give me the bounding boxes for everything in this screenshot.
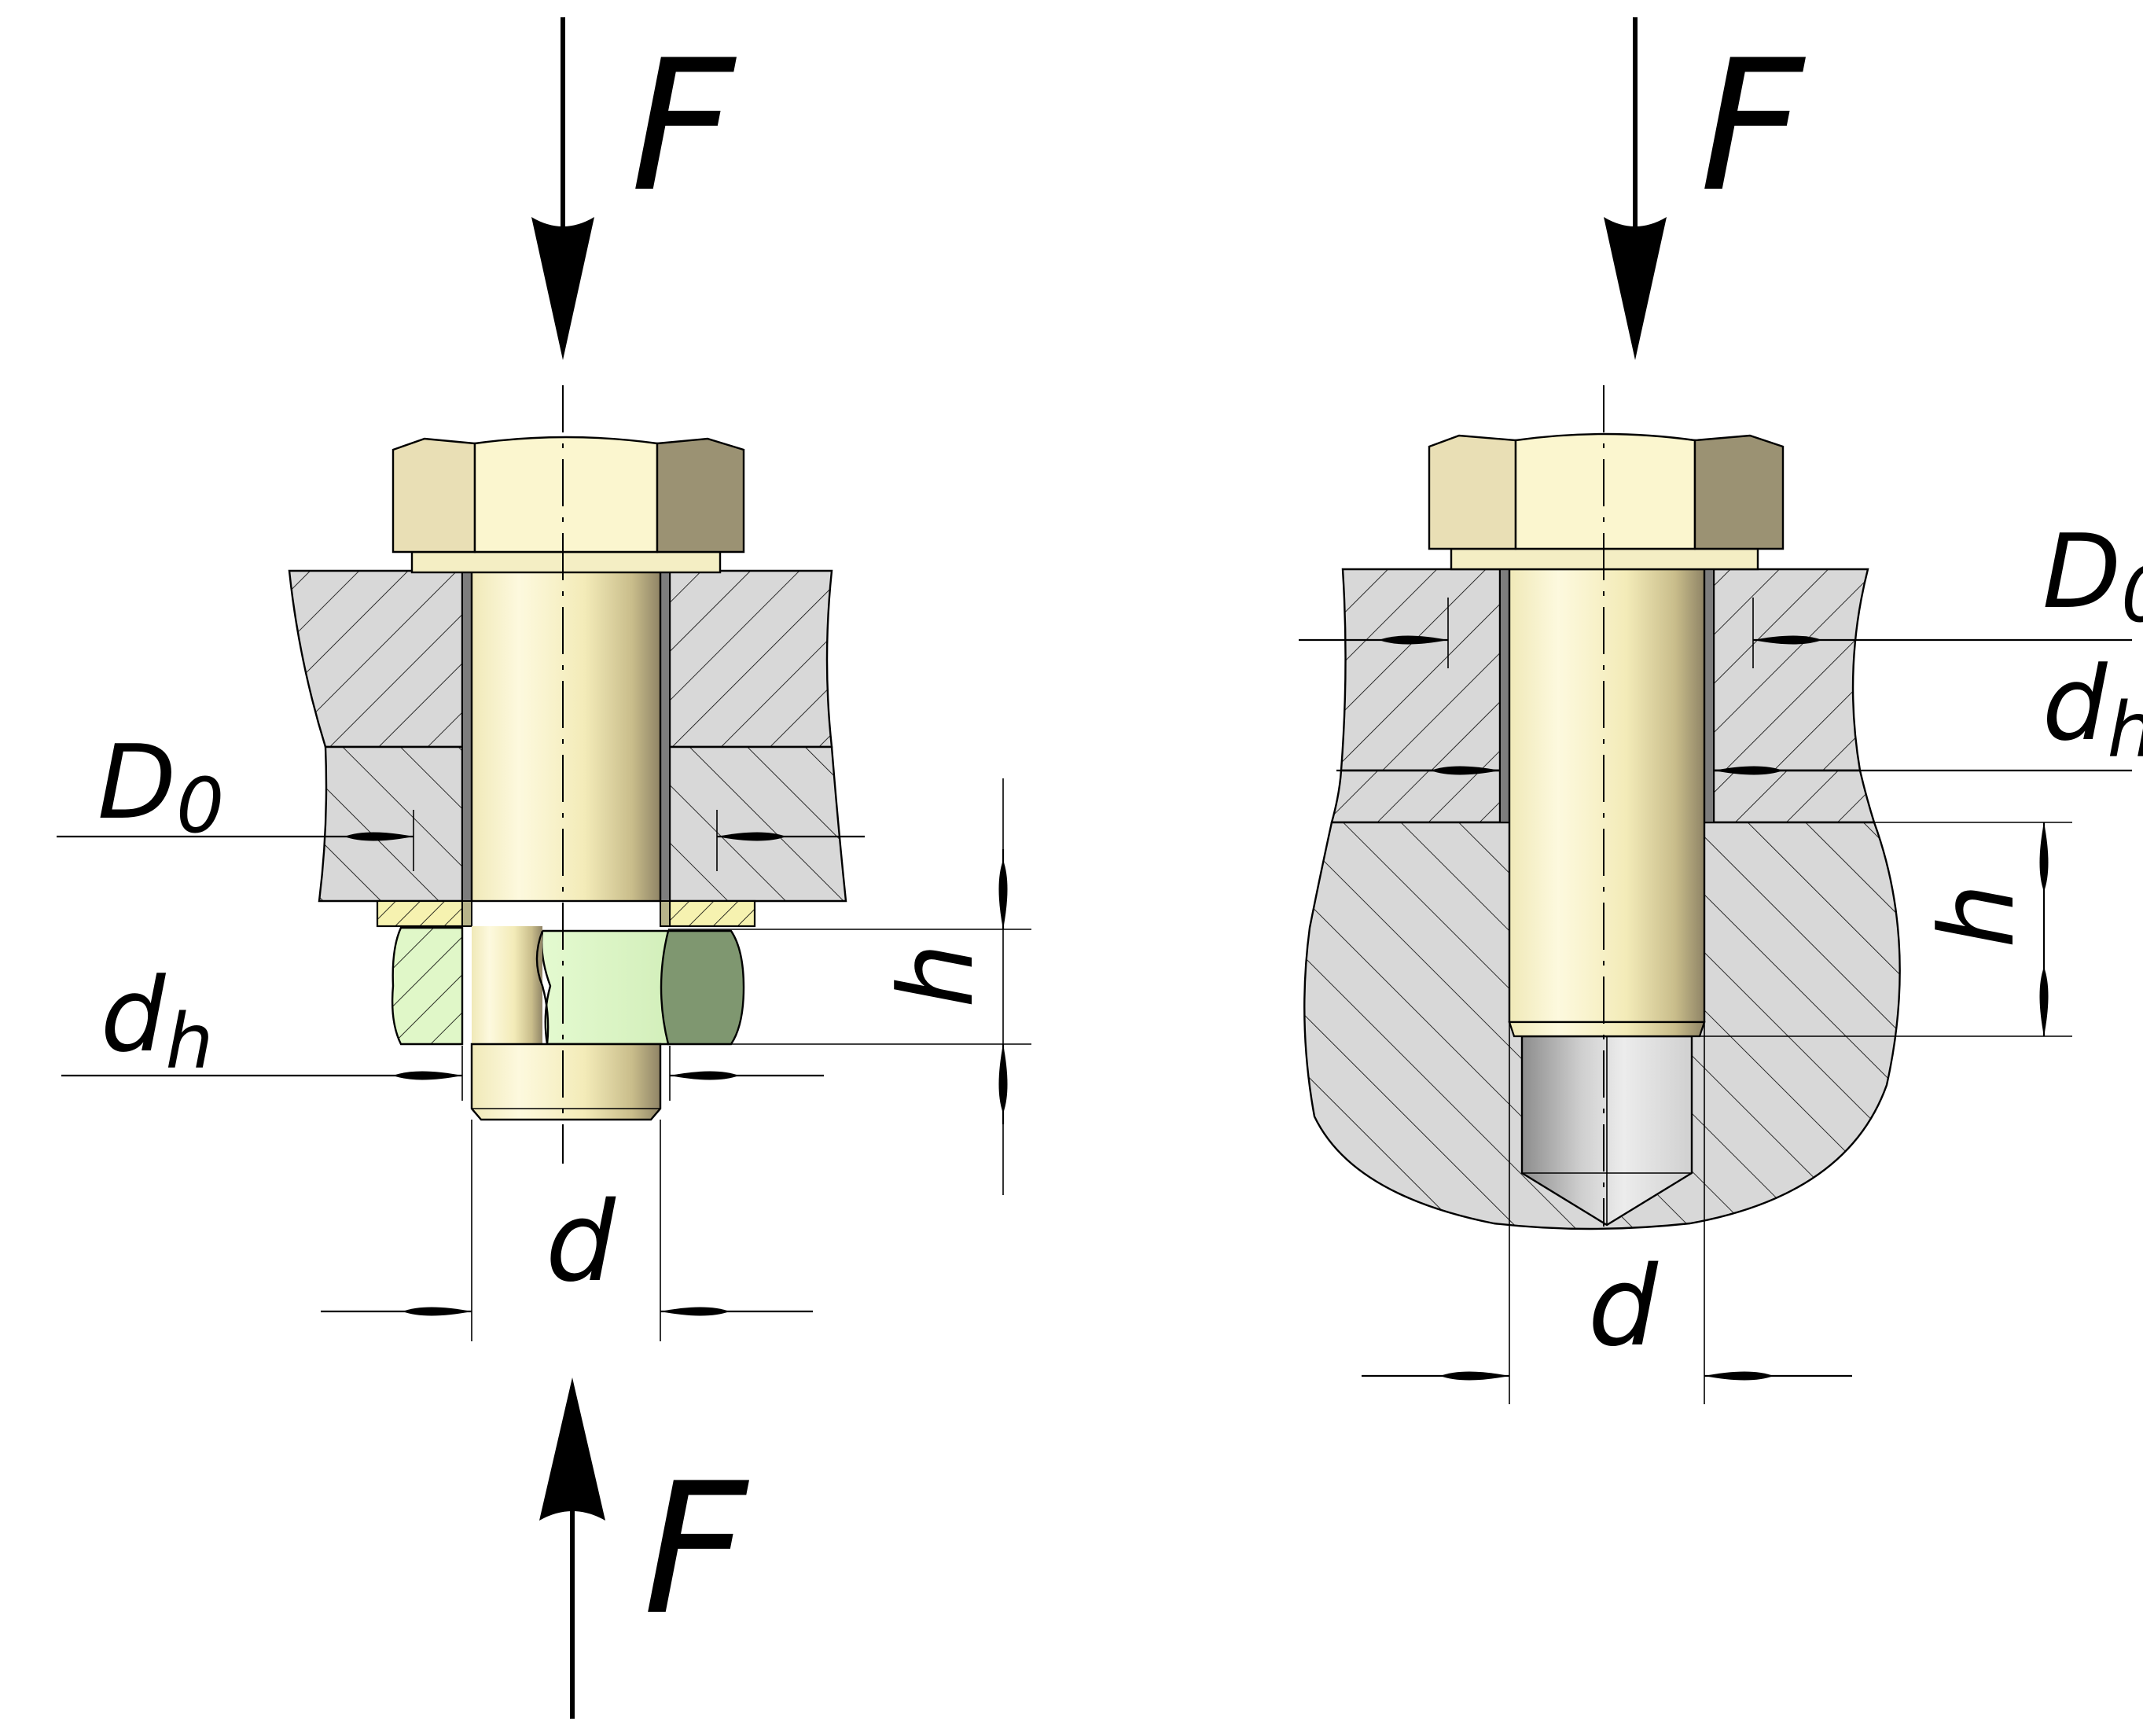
nut-dark-face <box>660 929 745 1046</box>
lower-plate-right-section <box>668 745 847 903</box>
bolt-diameter-label-left: d <box>546 1179 616 1307</box>
left-bolt-shank-lower <box>472 926 542 1044</box>
bore-gap-right <box>660 570 671 902</box>
right-bore-gap-right <box>1704 568 1715 823</box>
height-label-right: h <box>1917 884 2037 948</box>
right-upper-plate-right-section <box>1712 568 1869 772</box>
bore-diameter-label-right: D0 <box>2042 512 2143 639</box>
left-head-right-flat <box>656 437 745 554</box>
washer-right <box>668 899 756 928</box>
upper-plate-left-section <box>288 569 464 748</box>
right-middle-plate-left-section <box>1330 769 1502 824</box>
force-arrowhead-top-left <box>531 217 594 360</box>
right-head-left-flat <box>1428 434 1517 550</box>
left-head-front-flat <box>473 436 659 554</box>
right-head-right-flat <box>1693 434 1785 550</box>
washer-left <box>376 899 464 928</box>
right-bolt-shank <box>1508 568 1706 1024</box>
nut-front-face <box>540 929 670 1046</box>
left-assembly: F F D0 dh h d <box>57 17 1031 1719</box>
bore-gap-left <box>461 570 472 902</box>
bolt-diameter-label-right: d <box>1588 1243 1659 1371</box>
force-arrowhead-bottom-left <box>539 1377 605 1521</box>
force-label-top-left: F <box>630 22 737 232</box>
right-bolt-thread-end <box>1508 1021 1706 1038</box>
right-head-front-flat <box>1514 432 1696 550</box>
right-middle-plate-right-section <box>1712 769 1876 824</box>
upper-plate-right-section <box>668 569 833 748</box>
washer-inner-left <box>461 900 472 927</box>
hole-diameter-label-left: dh <box>101 955 213 1086</box>
bore-diameter-label-left: D0 <box>97 723 224 850</box>
lower-plate-left-section <box>318 745 464 903</box>
left-bolt-shank <box>470 569 662 903</box>
washer-inner-right <box>660 900 671 927</box>
left-head-collar <box>410 550 722 574</box>
right-assembly: F D0 dh h d <box>1299 17 2143 1404</box>
force-label-bottom-left: F <box>643 1445 749 1655</box>
height-label-left: h <box>877 943 996 1008</box>
nut-left-section <box>391 926 464 1046</box>
left-head-left-flat <box>391 437 476 554</box>
force-label-top-right: F <box>1700 22 1806 232</box>
force-arrowhead-top-right <box>1604 217 1667 360</box>
right-bore-gap-left <box>1499 568 1510 823</box>
hole-diameter-label-right: dh <box>2042 644 2143 774</box>
right-upper-plate-left-section <box>1340 568 1502 772</box>
